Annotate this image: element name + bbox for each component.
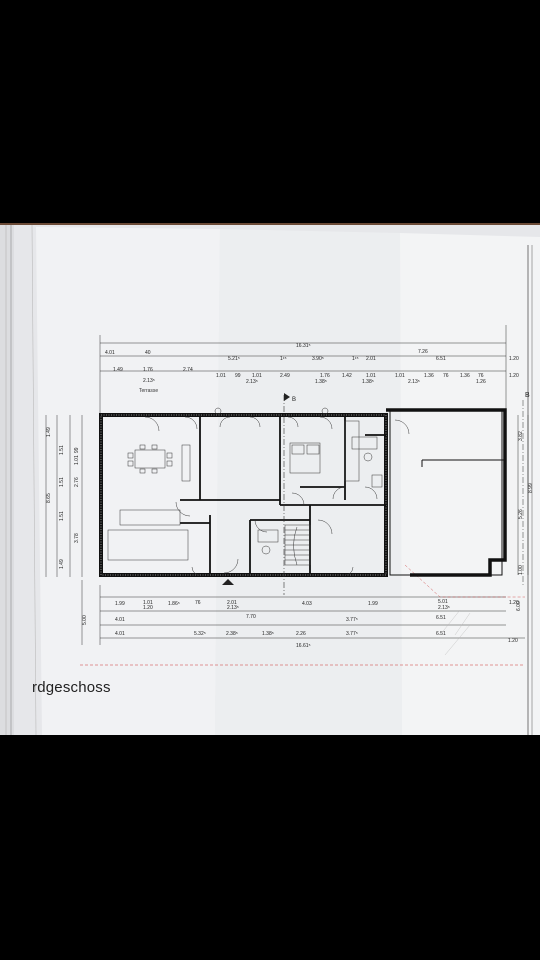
floor-plan-photo: B B 16.31⁵ 4.01 40 5.21⁵ 1¹⁵ 3.90⁵ 1¹⁵ 2… <box>0 225 540 735</box>
floor-plan-title: rdgeschoss <box>32 679 111 696</box>
svg-text:5.00: 5.00 <box>82 615 88 625</box>
svg-text:8.99: 8.99 <box>528 483 534 493</box>
svg-text:5.32⁵: 5.32⁵ <box>194 631 206 637</box>
svg-text:99: 99 <box>74 447 80 453</box>
svg-text:3.90⁵: 3.90⁵ <box>312 356 324 362</box>
svg-text:5.26: 5.26 <box>518 509 524 519</box>
terrace-label: Terrasse <box>139 388 159 394</box>
door-swings <box>144 416 410 576</box>
dimension-lines-right <box>517 415 529 575</box>
svg-text:1.20: 1.20 <box>509 373 519 379</box>
svg-text:1.99: 1.99 <box>368 601 378 607</box>
svg-text:3.77⁵: 3.77⁵ <box>346 617 358 623</box>
svg-text:1.49: 1.49 <box>46 427 52 437</box>
svg-text:1.76: 1.76 <box>320 373 330 379</box>
svg-text:1.49: 1.49 <box>113 367 123 373</box>
dimension-lines-top <box>99 325 507 415</box>
staircase <box>284 524 311 566</box>
svg-text:3.78: 3.78 <box>74 533 80 543</box>
svg-text:2.26: 2.26 <box>296 631 306 637</box>
paper-panel-middle <box>215 229 402 735</box>
svg-text:3.82: 3.82 <box>518 431 524 441</box>
svg-text:1.20: 1.20 <box>509 600 519 606</box>
svg-text:2.01: 2.01 <box>227 600 237 606</box>
svg-text:1.42: 1.42 <box>342 373 352 379</box>
svg-text:3.77⁵: 3.77⁵ <box>346 631 358 637</box>
svg-text:1.36: 1.36 <box>460 373 470 379</box>
svg-text:1.00: 1.00 <box>518 565 524 575</box>
svg-text:8.65: 8.65 <box>46 493 52 503</box>
svg-text:76: 76 <box>478 373 484 379</box>
paper-panel-right <box>400 233 540 735</box>
overall-dim-bottom: 16.61⁵ <box>296 643 311 649</box>
svg-text:4.03: 4.03 <box>302 601 312 607</box>
svg-text:1.01: 1.01 <box>366 373 376 379</box>
svg-text:2.76: 2.76 <box>74 477 80 487</box>
svg-text:4.01: 4.01 <box>105 350 115 356</box>
svg-text:1.49: 1.49 <box>59 559 65 569</box>
svg-text:6.00: 6.00 <box>516 601 522 611</box>
overall-dim-top: 16.31⁵ <box>296 343 311 349</box>
svg-text:2.74: 2.74 <box>183 367 193 373</box>
svg-text:1.01: 1.01 <box>395 373 405 379</box>
section-line <box>283 393 524 595</box>
svg-text:99: 99 <box>235 373 241 379</box>
svg-text:7.26: 7.26 <box>418 349 428 355</box>
svg-text:40: 40 <box>145 350 151 356</box>
svg-text:2.13⁵: 2.13⁵ <box>246 379 258 385</box>
svg-text:1.01: 1.01 <box>143 600 153 606</box>
svg-text:1.99: 1.99 <box>115 601 125 607</box>
svg-text:1.51: 1.51 <box>59 477 65 487</box>
svg-text:4.01: 4.01 <box>115 631 125 637</box>
svg-text:4.01: 4.01 <box>115 617 125 623</box>
svg-text:76: 76 <box>195 600 201 606</box>
dimension-lines-left <box>45 415 83 645</box>
furniture <box>107 420 383 561</box>
dimension-labels-right: 3.82 8.99 5.26 1.00 6.00 <box>516 431 534 611</box>
svg-text:6.51: 6.51 <box>436 356 446 362</box>
svg-text:2.13⁵: 2.13⁵ <box>143 378 155 384</box>
svg-text:1.26: 1.26 <box>476 379 486 385</box>
svg-text:5.01: 5.01 <box>438 599 448 605</box>
svg-text:6.51: 6.51 <box>436 615 446 621</box>
svg-text:1.01: 1.01 <box>216 373 226 379</box>
hatching <box>439 609 471 656</box>
svg-text:1.36: 1.36 <box>424 373 434 379</box>
section-mark-left: B <box>292 397 296 403</box>
svg-text:2.13⁵: 2.13⁵ <box>227 605 239 611</box>
svg-text:7.70: 7.70 <box>246 614 256 620</box>
section-mark-right: B <box>525 392 530 399</box>
svg-text:1¹⁵: 1¹⁵ <box>352 356 359 362</box>
svg-text:1.20: 1.20 <box>143 605 153 611</box>
svg-text:2.13⁵: 2.13⁵ <box>408 379 420 385</box>
svg-text:1.51: 1.51 <box>59 511 65 521</box>
dimension-labels-left: 1.49 1.51 99 1.01 1.51 2.76 1.51 3.78 1.… <box>46 427 88 625</box>
svg-text:2.38⁵: 2.38⁵ <box>226 631 238 637</box>
svg-text:2.13⁵: 2.13⁵ <box>438 605 450 611</box>
entrance-marker <box>222 579 234 585</box>
svg-text:1.76: 1.76 <box>143 367 153 373</box>
floor-plan-drawing: B B 16.31⁵ 4.01 40 5.21⁵ 1¹⁵ 3.90⁵ 1¹⁵ 2… <box>0 225 540 735</box>
svg-text:2.49: 2.49 <box>280 373 290 379</box>
svg-text:1.38⁵: 1.38⁵ <box>262 631 274 637</box>
svg-text:1.38⁵: 1.38⁵ <box>362 379 374 385</box>
svg-text:1.20: 1.20 <box>509 356 519 362</box>
svg-text:1.38⁵: 1.38⁵ <box>315 379 327 385</box>
svg-text:1.01: 1.01 <box>252 373 262 379</box>
dimension-lines-bottom <box>99 585 525 645</box>
svg-text:1.01: 1.01 <box>74 455 80 465</box>
svg-text:1.20: 1.20 <box>508 638 518 644</box>
svg-text:1.86⁵: 1.86⁵ <box>168 601 180 607</box>
dimension-labels-top: 16.31⁵ 4.01 40 5.21⁵ 1¹⁵ 3.90⁵ 1¹⁵ 2.01 … <box>105 343 519 385</box>
svg-text:2.01: 2.01 <box>366 356 376 362</box>
svg-text:5.21⁵: 5.21⁵ <box>228 356 240 362</box>
svg-text:76: 76 <box>443 373 449 379</box>
svg-text:1¹⁵: 1¹⁵ <box>280 356 287 362</box>
svg-text:1.51: 1.51 <box>59 445 65 455</box>
